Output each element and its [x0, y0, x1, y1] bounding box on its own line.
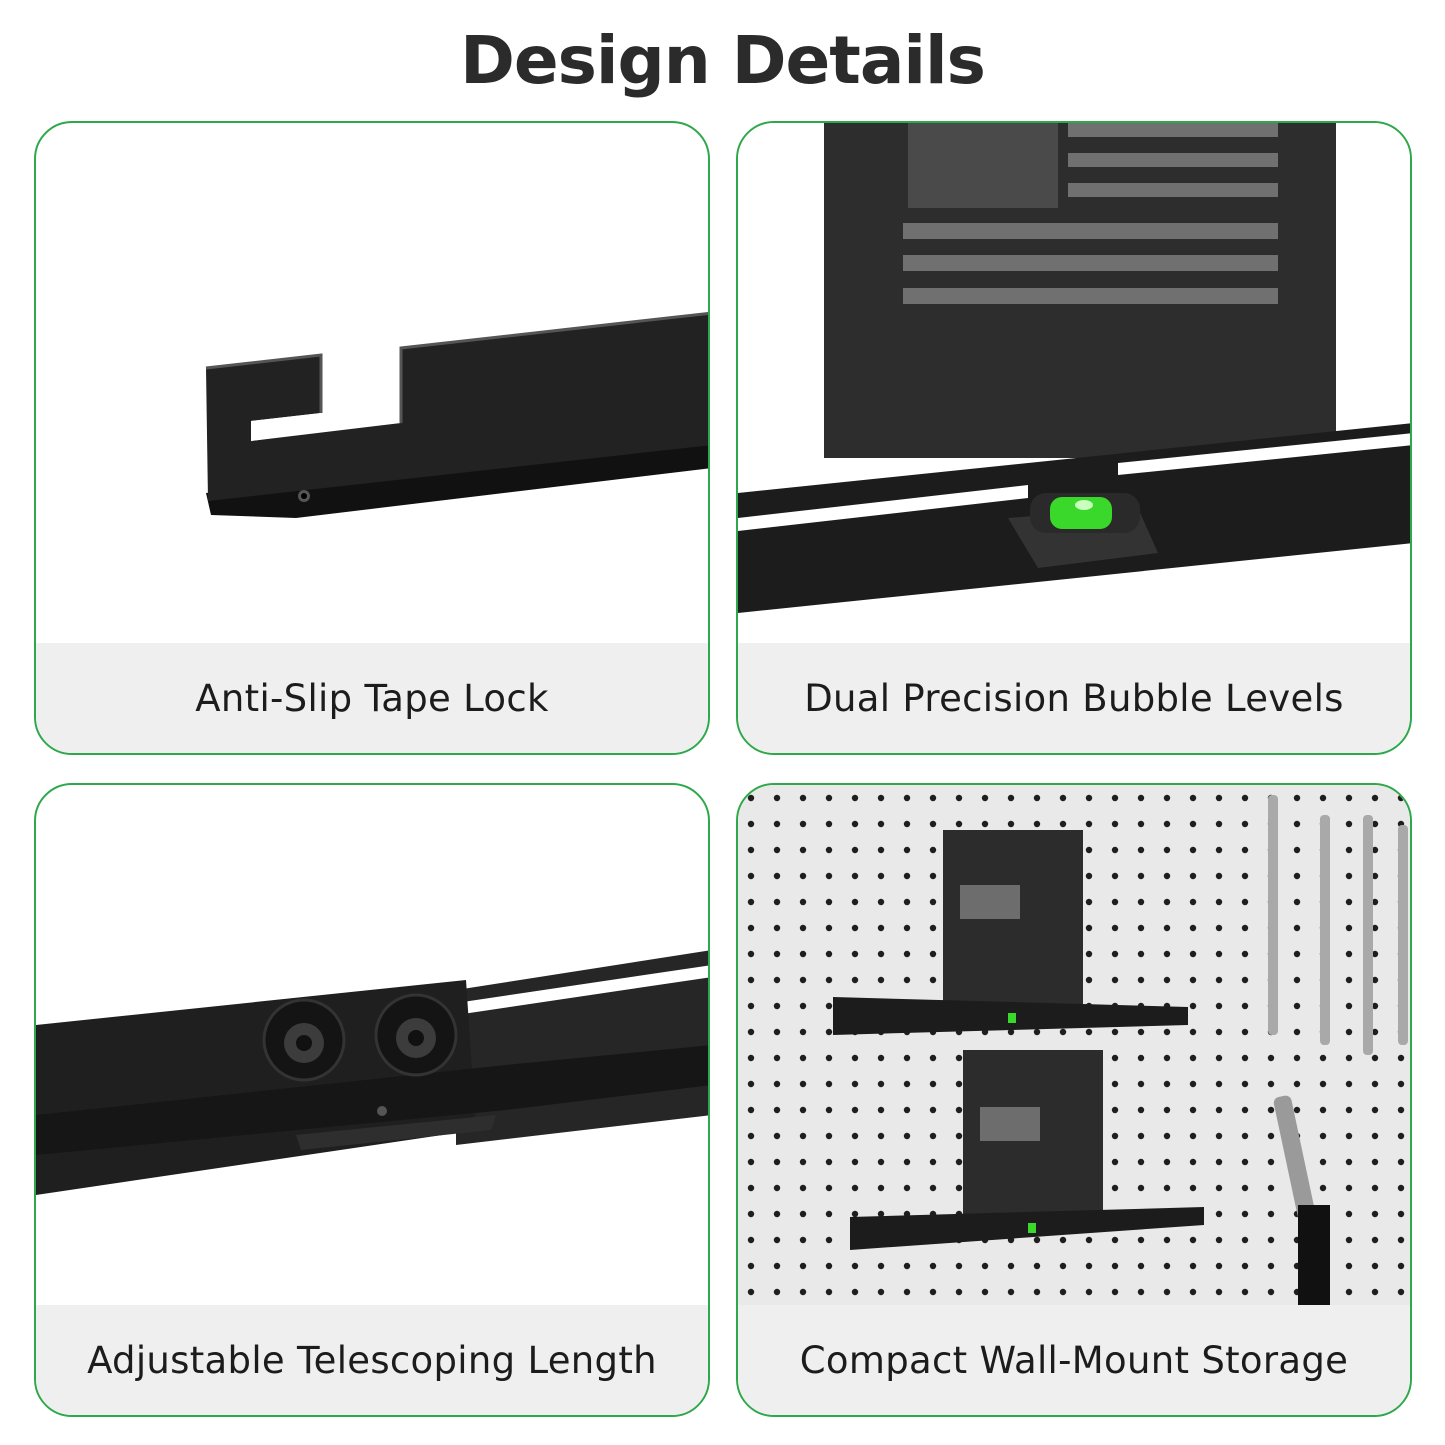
thumb-knob-icon: [262, 998, 346, 1082]
caption-tape-lock: Anti-Slip Tape Lock: [36, 643, 708, 753]
feature-card-tape-lock: Anti-Slip Tape Lock: [34, 121, 710, 755]
caption-telescoping: Adjustable Telescoping Length: [36, 1305, 708, 1415]
bracket-level-image: [738, 123, 1410, 613]
feature-card-telescoping: Adjustable Telescoping Length: [34, 783, 710, 1417]
page-title: Design Details: [460, 22, 986, 99]
bracket-knobs-image: [36, 950, 708, 1195]
pliers-icon: [1273, 1095, 1330, 1309]
wrench-icon: [1268, 795, 1408, 1055]
bracket-hook-image: [205, 311, 708, 518]
thumb-knob-icon-2: [374, 993, 458, 1077]
feature-card-wall-mount: Compact Wall-Mount Storage: [736, 783, 1412, 1417]
pegboard-scene-image: [738, 785, 1410, 1309]
bubble-level: [1050, 497, 1112, 529]
feature-card-bubble-levels: Dual Precision Bubble Levels: [736, 121, 1412, 755]
caption-wall-mount: Compact Wall-Mount Storage: [738, 1305, 1410, 1415]
caption-bubble-levels: Dual Precision Bubble Levels: [738, 643, 1410, 753]
flag-graphic: [903, 123, 1278, 304]
